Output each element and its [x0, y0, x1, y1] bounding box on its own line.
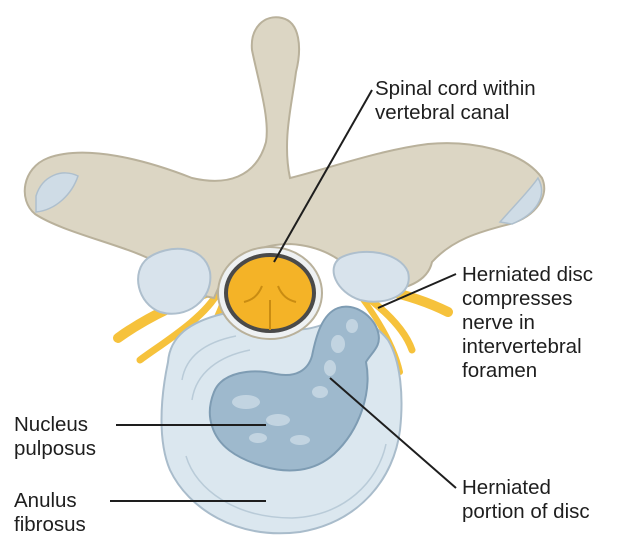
label-herniated-disc: Herniated disc compresses nerve in inter… — [462, 263, 593, 383]
label-anulus-fibrosus: Anulus fibrosus — [14, 489, 86, 537]
right-facet — [334, 252, 409, 302]
label-nucleus-pulposus: Nucleus pulposus — [14, 413, 96, 461]
left-facet — [138, 249, 210, 314]
label-spinal-cord: Spinal cord within vertebral canal — [375, 77, 536, 125]
label-herniated-portion: Herniated portion of disc — [462, 476, 590, 524]
